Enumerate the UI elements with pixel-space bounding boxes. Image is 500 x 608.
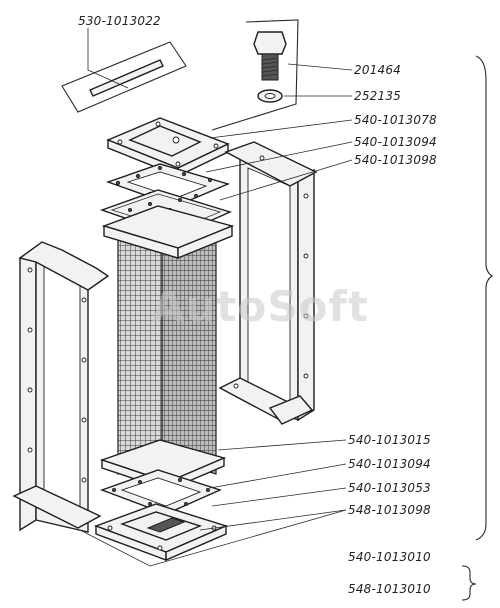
core-part-number: 540-1013015 <box>348 433 431 447</box>
leader-lines <box>79 28 353 567</box>
rod-part-number: 530-1013022 <box>78 14 161 28</box>
left-side-frame-part <box>12 241 110 533</box>
assembly-2-part-number: 548-1013010 <box>348 582 431 596</box>
bottom-cover-part-number: 548-1013098 <box>348 503 431 517</box>
top-cover-part-number: 540-1013078 <box>354 113 437 127</box>
right-side-frame-part <box>218 141 318 425</box>
bottom-cover-part <box>93 503 229 562</box>
bottom-gasket-part-number: 540-1013094 <box>348 457 431 471</box>
top-cover-part <box>106 117 230 178</box>
bottom-plate-part-number: 540-1013053 <box>348 481 431 495</box>
radiator-core-part <box>99 205 235 492</box>
top-plate-part-number: 540-1013098 <box>354 153 437 167</box>
assembly-1-part-number: 540-1013010 <box>348 550 431 564</box>
watermark: AutoSoft <box>152 282 369 331</box>
assembly-brackets <box>461 55 493 601</box>
rod-part <box>61 41 187 113</box>
washer-part-number: 252135 <box>354 89 402 103</box>
bolt-part-number: 201464 <box>354 63 402 77</box>
bolt-part <box>211 19 299 131</box>
top-gasket-part-number: 540-1013094 <box>354 135 437 149</box>
